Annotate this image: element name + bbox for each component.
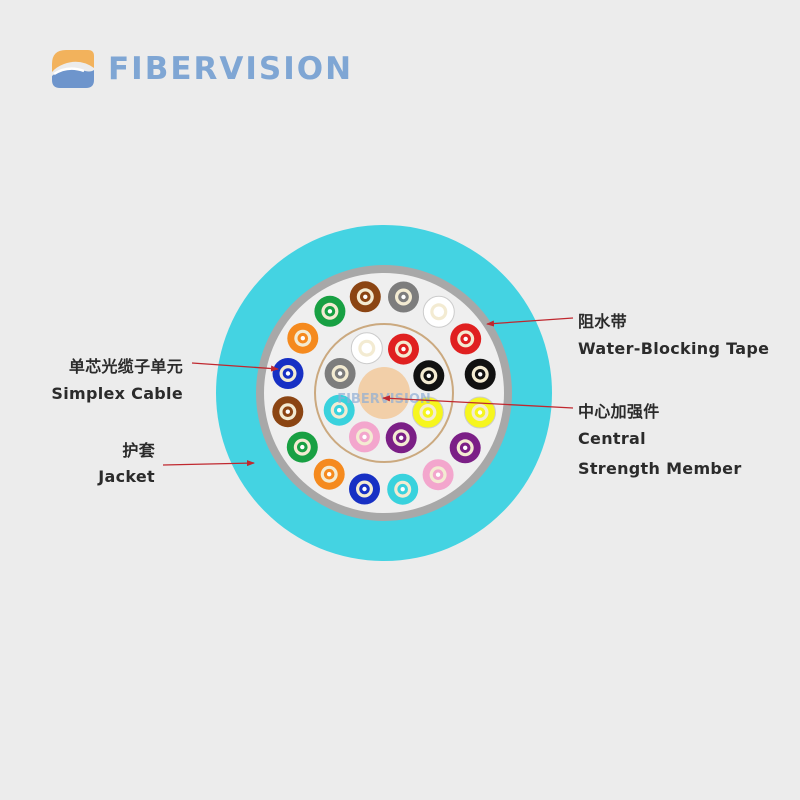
simplex-unit-red [450, 323, 482, 355]
simplex-unit-orange [287, 322, 319, 354]
arrow-jacket [162, 460, 255, 467]
brand-logo: FIBERVISION [50, 48, 353, 90]
brand-name: FIBERVISION [108, 51, 354, 87]
simplex-unit-violet [449, 432, 481, 464]
simplex-unit-brown [272, 396, 304, 428]
simplex-unit-grey [324, 358, 356, 389]
simplex-unit-yellow [411, 396, 444, 429]
label-jacket-en: Jacket [98, 467, 155, 486]
simplex-unit-grey [388, 281, 419, 313]
simplex-unit-yellow [464, 396, 496, 429]
simplex-unit-rose [422, 459, 454, 491]
fibervision-logo-icon [52, 50, 94, 88]
arrow-water-blocking-tape [486, 317, 574, 327]
label-simplex-cable-cn: 单芯光缆子单元 [68, 357, 183, 376]
simplex-unit-brown [349, 281, 381, 313]
central-strength-member [358, 367, 410, 419]
simplex-unit-black [413, 360, 445, 392]
label-simplex-cable-en: Simplex Cable [51, 384, 183, 403]
simplex-unit-green [286, 431, 318, 463]
simplex-unit-green [314, 295, 346, 327]
callout-arrows [162, 317, 574, 467]
label-central-member-en-1: Central [578, 429, 646, 448]
simplex-unit-violet [385, 422, 417, 454]
simplex-unit-white [422, 295, 455, 328]
label-water-blocking-tape-cn: 阻水带 [578, 312, 627, 331]
simplex-unit-blue [349, 473, 380, 505]
simplex-unit-black [464, 358, 496, 390]
outer-simplex-units [272, 281, 496, 505]
simplex-unit-orange [313, 458, 345, 490]
inner-binder-ring [314, 323, 454, 463]
label-central-member-en-2: Strength Member [578, 459, 742, 478]
simplex-unit-white [350, 332, 383, 365]
label-jacket-cn: 护套 [122, 441, 155, 460]
simplex-unit-red [388, 333, 419, 365]
inner-simplex-units [323, 332, 445, 454]
simplex-unit-blue [272, 358, 304, 389]
arrow-simplex-cable [191, 362, 279, 372]
label-water-blocking-tape-en: Water-Blocking Tape [578, 339, 770, 358]
label-central-member-cn: 中心加强件 [578, 402, 660, 421]
simplex-unit-aqua [387, 473, 419, 505]
arrow-central-member [382, 395, 574, 409]
simplex-unit-rose [349, 421, 380, 453]
simplex-unit-aqua [323, 394, 355, 426]
